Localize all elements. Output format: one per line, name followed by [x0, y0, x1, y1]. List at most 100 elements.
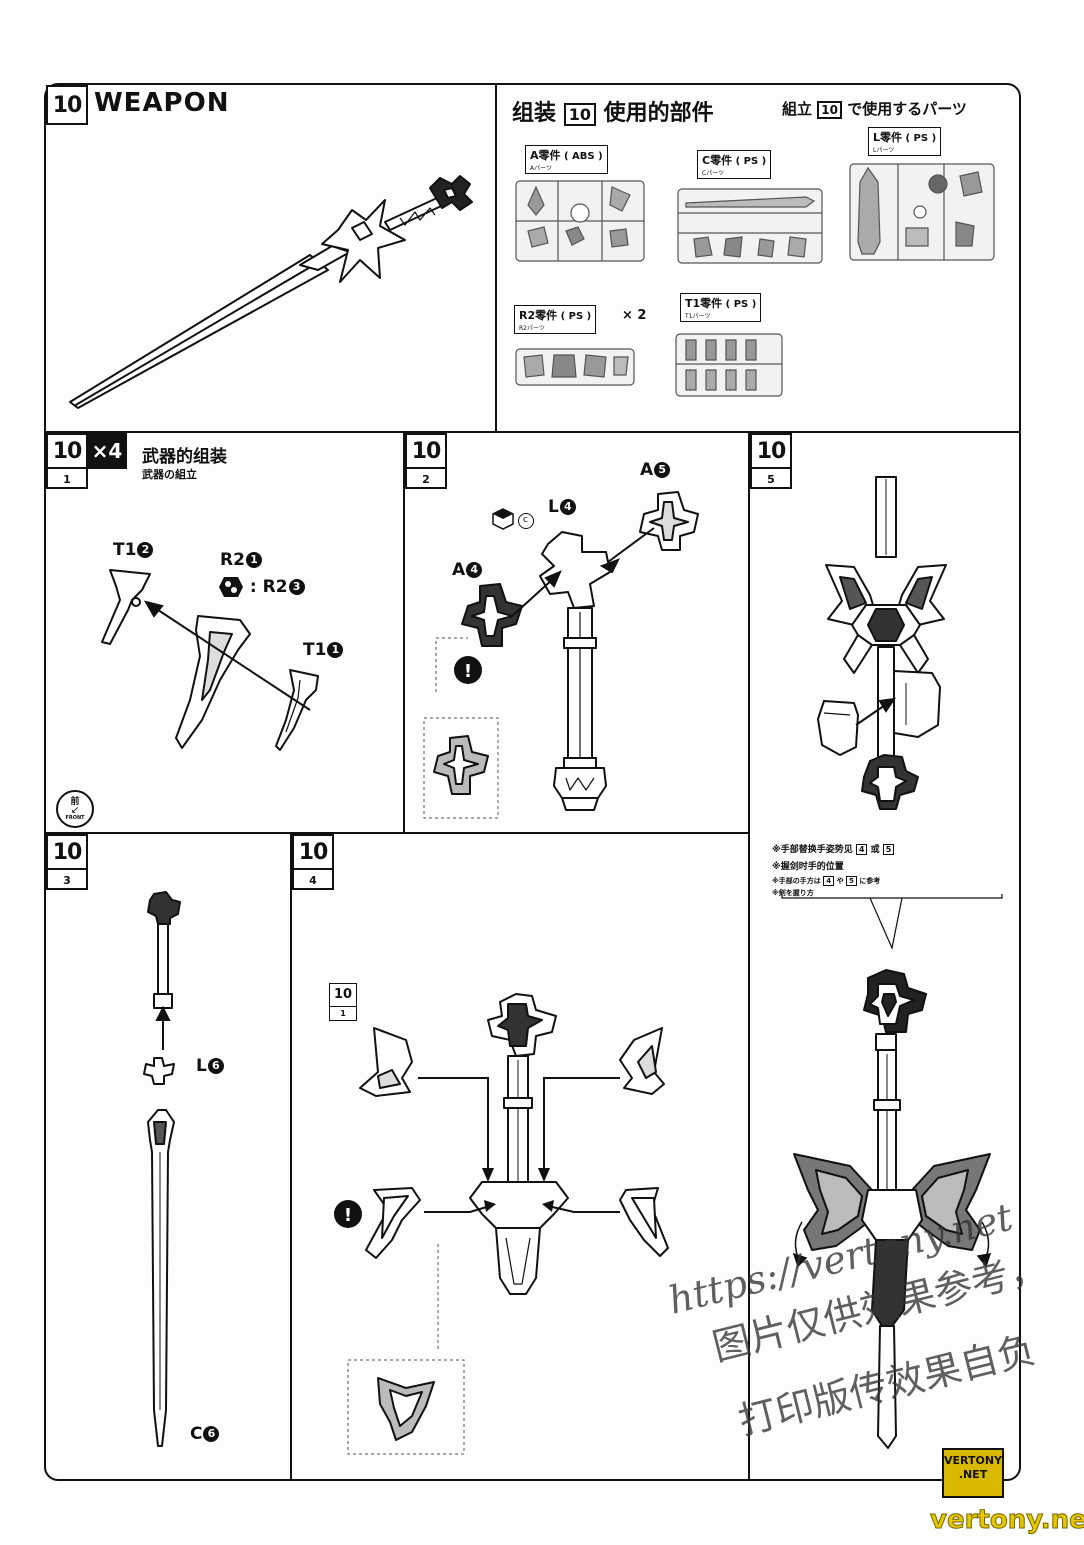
step-sub: 1 [48, 467, 86, 489]
step1-assembly-illustration [101, 569, 319, 751]
step-box-s4: 10 4 [292, 834, 334, 890]
label-text: : R2 [249, 577, 288, 597]
step-number: 10 [411, 438, 442, 464]
caution-icon [334, 1200, 362, 1228]
weapon-sword-illustration [69, 175, 473, 409]
label-text: L [548, 497, 559, 517]
step-number-box: 10 [46, 85, 88, 125]
label-text: L [196, 1056, 207, 1076]
parts-title-cn-suffix: 使用的部件 [603, 101, 714, 126]
part-material: ( PS ) [905, 133, 937, 144]
step-box-s3: 10 3 [46, 834, 88, 890]
cement-label: c [517, 513, 534, 529]
step-title-cn: 武器的组装 [142, 447, 227, 467]
label-text: A [452, 560, 466, 580]
label-text: T1 [113, 540, 137, 560]
step4-assembly-illustration: ! [334, 993, 669, 1455]
ref-sub: 1 [330, 1006, 356, 1021]
part-sub: T1パーツ [685, 313, 711, 320]
page-title: WEAPON [94, 88, 230, 118]
part-material: ( PS ) [725, 299, 757, 310]
label-num: 2 [137, 542, 154, 558]
part-name: C零件 [702, 154, 733, 167]
note-text: ※手部替换手姿势见 [772, 845, 853, 855]
step-box-s5: 10 5 [750, 433, 792, 489]
spare-hand [817, 700, 859, 756]
grip-notes: ※手部替换手姿势见 4 或 5 ※握剑时手的位置 ※手部の手方は 4 や 5 に… [772, 842, 895, 898]
svg-text:!: ! [464, 661, 472, 682]
parts-title-jp: 組立 10 で使用するパーツ [782, 98, 967, 119]
label-text: T1 [303, 640, 327, 660]
parts-title: 组装 10 使用的部件 [512, 95, 714, 127]
guard-base [469, 1181, 569, 1229]
part-material: ( PS ) [560, 311, 592, 322]
runner-c-sprue [677, 188, 823, 264]
hand-gripping [893, 670, 941, 738]
hex-alt-part-icon [219, 577, 243, 597]
step-number: 10 [756, 438, 787, 464]
caution-icon [454, 656, 482, 684]
note-ref: 5 [882, 844, 895, 855]
part-r2-quantity: × 2 [622, 308, 647, 323]
parts-title-jp-prefix: 組立 [782, 100, 813, 118]
parts-title-jp-suffix: で使用するパーツ [847, 100, 967, 118]
sword-guard [321, 199, 406, 283]
note-ref-suffix: に参考 [859, 877, 881, 885]
step-number: 10 [298, 839, 329, 865]
part-t1-1 [275, 669, 319, 751]
divider-middle [44, 832, 750, 834]
part-tag-r2: R2零件 ( PS ) R2パーツ [514, 305, 597, 334]
divider-top [44, 431, 1021, 433]
note-line-3: ※手部の手方は 4 や 5 に参考 [772, 876, 894, 886]
part-sub: Cパーツ [702, 170, 725, 177]
front-label-cn: 前 [70, 797, 80, 807]
runner-r2-sprue [515, 348, 635, 386]
divider-row2-b [748, 431, 750, 1481]
step-number: 10 [52, 839, 83, 865]
note-line-1: ※手部替换手姿势见 4 或 5 [772, 842, 895, 855]
note-ref: 4 [823, 876, 835, 886]
label-num: 5 [654, 462, 671, 478]
step-number: 10 [52, 92, 83, 118]
label-num: 4 [466, 562, 483, 578]
step-multiplier: ×4 [87, 433, 127, 469]
note-text: ※手部の手方は [772, 877, 821, 885]
runner-l-sprue [849, 163, 995, 261]
label-num: 1 [245, 552, 262, 568]
divider-row2-a [403, 431, 405, 834]
front-indicator: 前 ↙ FRONT [56, 790, 94, 828]
cement-c-marker: c [492, 508, 534, 530]
part-sub: Aパーツ [530, 165, 552, 172]
handle-pommel [147, 891, 181, 925]
cube-icon [492, 508, 514, 530]
note-line-4: ※剣を握り方 [772, 889, 814, 897]
vertony-logo: VERTONY .NET [942, 1448, 1004, 1498]
runner-a-sprue [515, 180, 645, 262]
part-name: R2零件 [519, 309, 558, 322]
part-l6 [143, 1057, 175, 1085]
blade-c6 [147, 1109, 175, 1447]
part-t1-2 [101, 569, 151, 645]
svg-text:!: ! [344, 1205, 352, 1226]
front-label-en: FRONT [65, 815, 85, 821]
step-sub: 2 [407, 467, 445, 489]
part-material: ( ABS ) [564, 151, 603, 162]
note-ref: 4 [855, 844, 868, 855]
part-sub: R2パーツ [519, 325, 545, 332]
label-num: 1 [327, 642, 344, 658]
part-tag-a: A零件 ( ABS ) Aパーツ [525, 145, 608, 174]
page-frame [44, 83, 1021, 1481]
part-name: A零件 [530, 149, 561, 162]
label-num: 6 [203, 1426, 220, 1442]
part-tag-c: C零件 ( PS ) Cパーツ [697, 150, 772, 179]
step-title-jp: 武器の組立 [142, 468, 197, 481]
front-arrow-icon: ↙ [70, 805, 80, 816]
parts-title-cn: 组装 [512, 101, 557, 126]
